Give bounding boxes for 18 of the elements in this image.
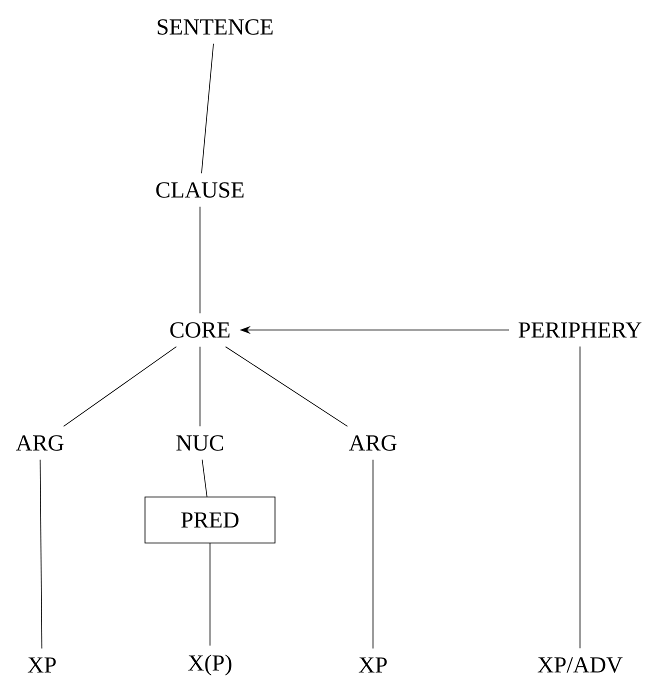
tree-label: ARG [348, 435, 397, 451]
tree-label: ARG [16, 435, 64, 451]
tree-label: PERIPHERY [518, 322, 642, 338]
branch-line [202, 459, 208, 498]
branch-line [63, 346, 177, 427]
branch-line [225, 346, 348, 427]
tree-label: CORE [170, 322, 230, 338]
tree-label: XP [358, 657, 387, 673]
tree-label: X(P) [188, 654, 232, 676]
tree-label: SENTENCE [158, 19, 273, 35]
tree-label: NUC [176, 435, 224, 451]
tree-label: XP/ADV [538, 657, 623, 673]
tree-label: XP [28, 657, 56, 673]
branch-line [372, 459, 374, 649]
branch-line [40, 459, 42, 649]
pred-box: PRED [144, 496, 276, 544]
tree-label: CLAUSE [156, 182, 244, 198]
branch-line [201, 43, 214, 174]
